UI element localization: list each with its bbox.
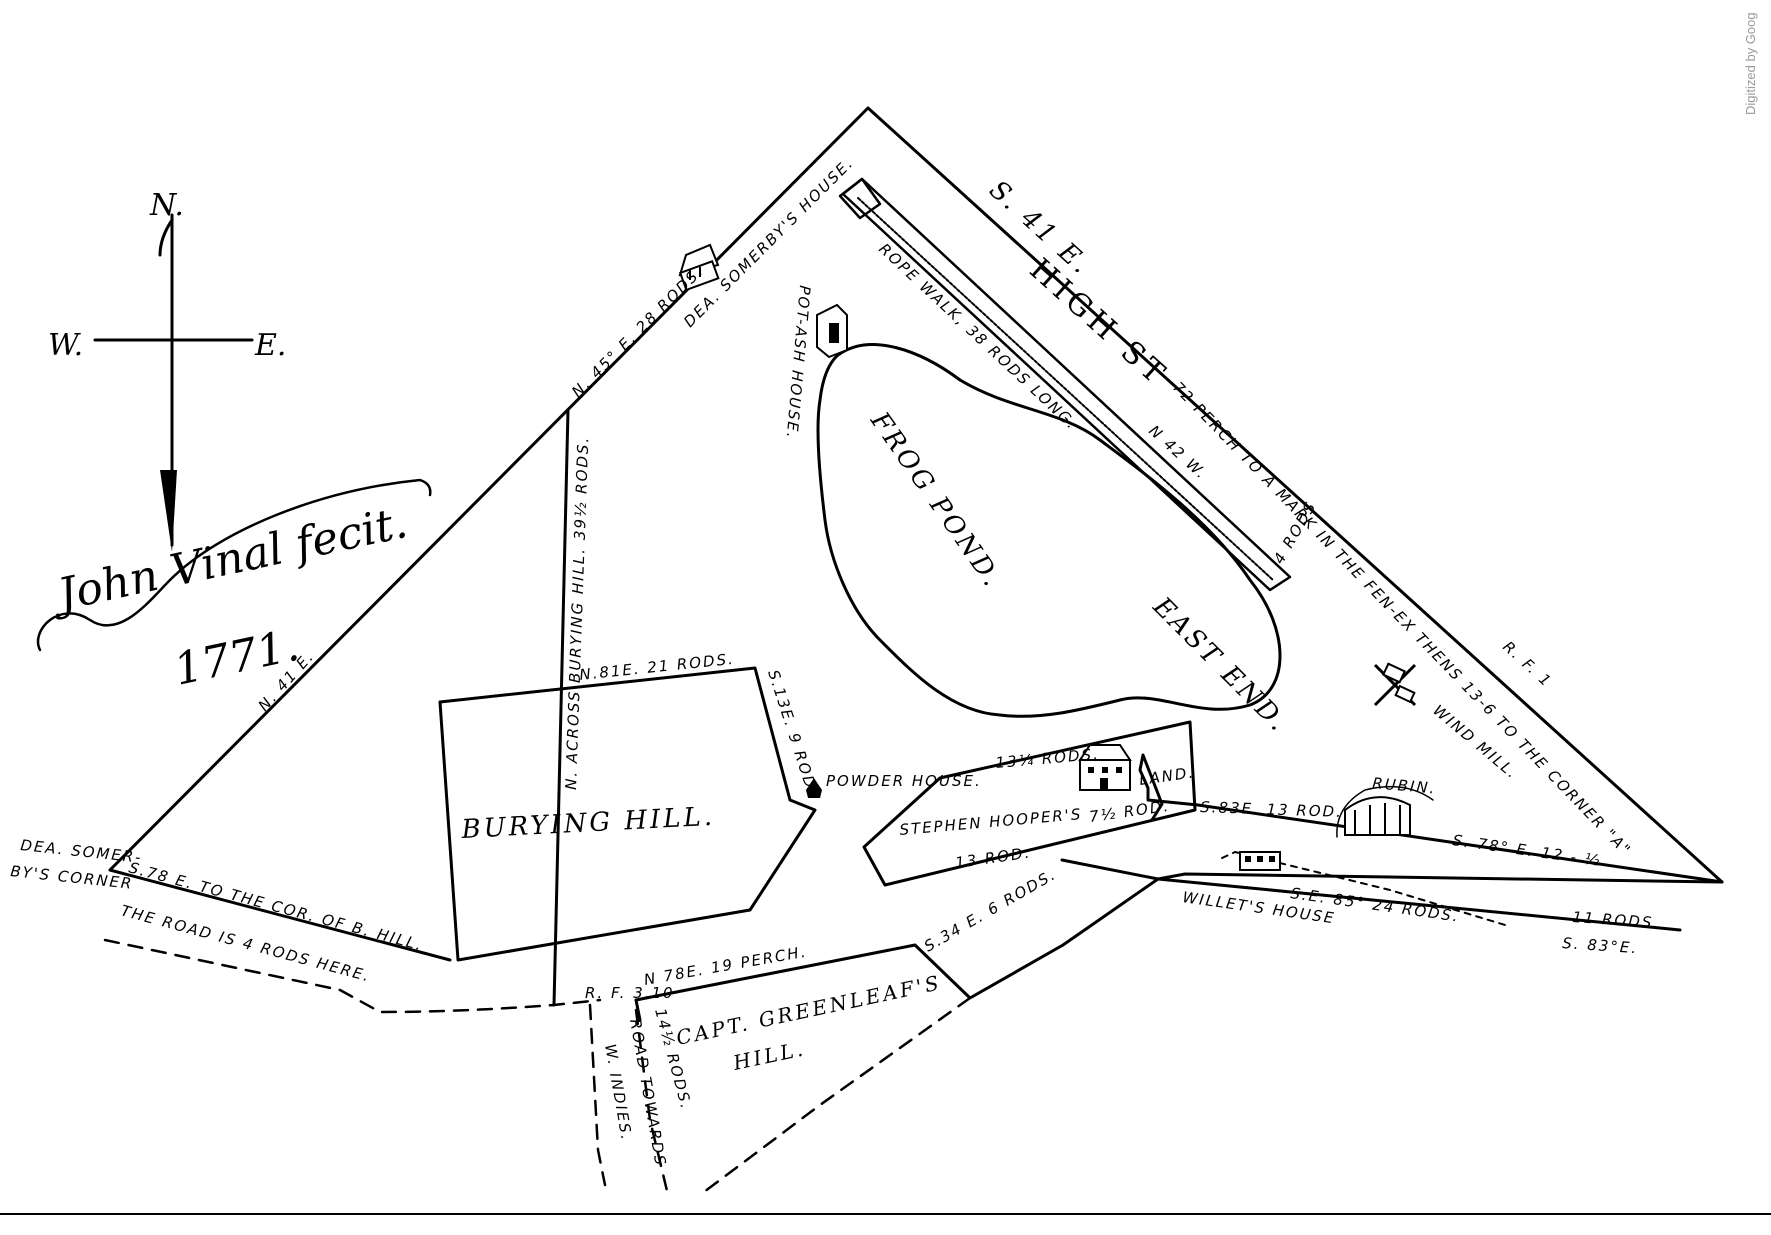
roads-dashed: [103, 851, 1506, 1197]
bearing-r-f-corner: R. F. 1: [1499, 638, 1555, 691]
burying-hill-north-line: [552, 408, 570, 1007]
compass-arrow-icon: [160, 470, 177, 552]
potash-house-icon: [816, 303, 848, 359]
frog-pond-shape: [816, 343, 1282, 718]
powder-house-icon: [806, 778, 822, 798]
greenleaf-west-line: [634, 998, 642, 1022]
compass-north-label: N.: [149, 188, 184, 223]
hooper-house-icon: [1078, 744, 1132, 791]
boundary-outline-west-south: [108, 868, 452, 962]
bearing-rubin-south: S. 78° E. 12 - ½: [1451, 831, 1602, 870]
signature-name: John Vinal fecit.: [46, 497, 412, 622]
watermark-text: Digitized by Goog: [1743, 12, 1758, 115]
bearing-hooper-east: S.83E. 13 ROD.: [1200, 798, 1343, 821]
greenleaf-hill-north-line: [634, 943, 1065, 1002]
label-somerby-corner-2: BY'S CORNER: [10, 862, 135, 893]
greenleaf-hill-east-line: [1061, 877, 1160, 947]
compass-rose: N. W. E.: [48, 188, 286, 552]
compass-west-label: W.: [48, 328, 83, 363]
bearing-greenleaf-east: S.34 E. 6 RODS.: [921, 865, 1060, 955]
label-hooper-7half: 7½ ROD.: [1088, 797, 1171, 826]
label-potash-house: POT-ASH HOUSE.: [783, 285, 814, 441]
bearing-rf-310: R. F. 3.10: [585, 984, 675, 1002]
label-greenleaf-2: HILL.: [730, 1036, 808, 1075]
label-powder-house: POWDER HOUSE.: [826, 772, 982, 790]
label-stephen-hooper: STEPHEN HOOPER'S: [899, 805, 1083, 839]
willet-house-icon: [1239, 851, 1281, 871]
label-w-indies: W. INDIES.: [601, 1043, 636, 1143]
bearing-corner-line: S.78 E. TO THE COR. OF B. HILL.: [127, 858, 425, 954]
south-boundary-line: [1060, 858, 1724, 884]
label-burying-hill: BURYING HILL.: [460, 802, 716, 845]
rope-walk: [838, 177, 1292, 592]
somerby-house-icon: [678, 243, 720, 292]
label-hooper-13: 13 ROD.: [954, 844, 1032, 872]
bearing-south-83: S. 83°E.: [1562, 934, 1639, 957]
surveyor-signature: John Vinal fecit. 1771.: [36, 478, 432, 696]
label-east-end: EAST END.: [1146, 591, 1294, 739]
label-wind-mill: WIND MILL.: [1429, 701, 1522, 783]
label-rubin: RUBIN.: [1372, 774, 1437, 798]
rubin-house-icon: [1336, 785, 1434, 838]
stephen-hooper-land: [862, 720, 1197, 887]
compass-east-label: E.: [254, 328, 286, 363]
label-frog-pond: FROG POND.: [864, 406, 1008, 594]
windmill-icon: [1373, 662, 1417, 707]
burying-hill-plot: [438, 666, 817, 962]
bearing-eleven-rods: 11 RODS.: [1572, 908, 1661, 932]
south-east-line: [1156, 877, 1682, 932]
label-greenleaf-1: CAPT. GREENLEAF'S: [674, 970, 944, 1050]
label-somerby-house: DEA. SOMERBY'S HOUSE.: [680, 154, 857, 331]
bearing-north-boundary: N. 45° E. 28 RODS.: [568, 261, 707, 400]
boundary-outline: [108, 106, 1724, 884]
label-somerby-corner-1: DEA. SOMER-: [20, 836, 144, 867]
label-high-st: HIGH ST: [1023, 252, 1175, 394]
